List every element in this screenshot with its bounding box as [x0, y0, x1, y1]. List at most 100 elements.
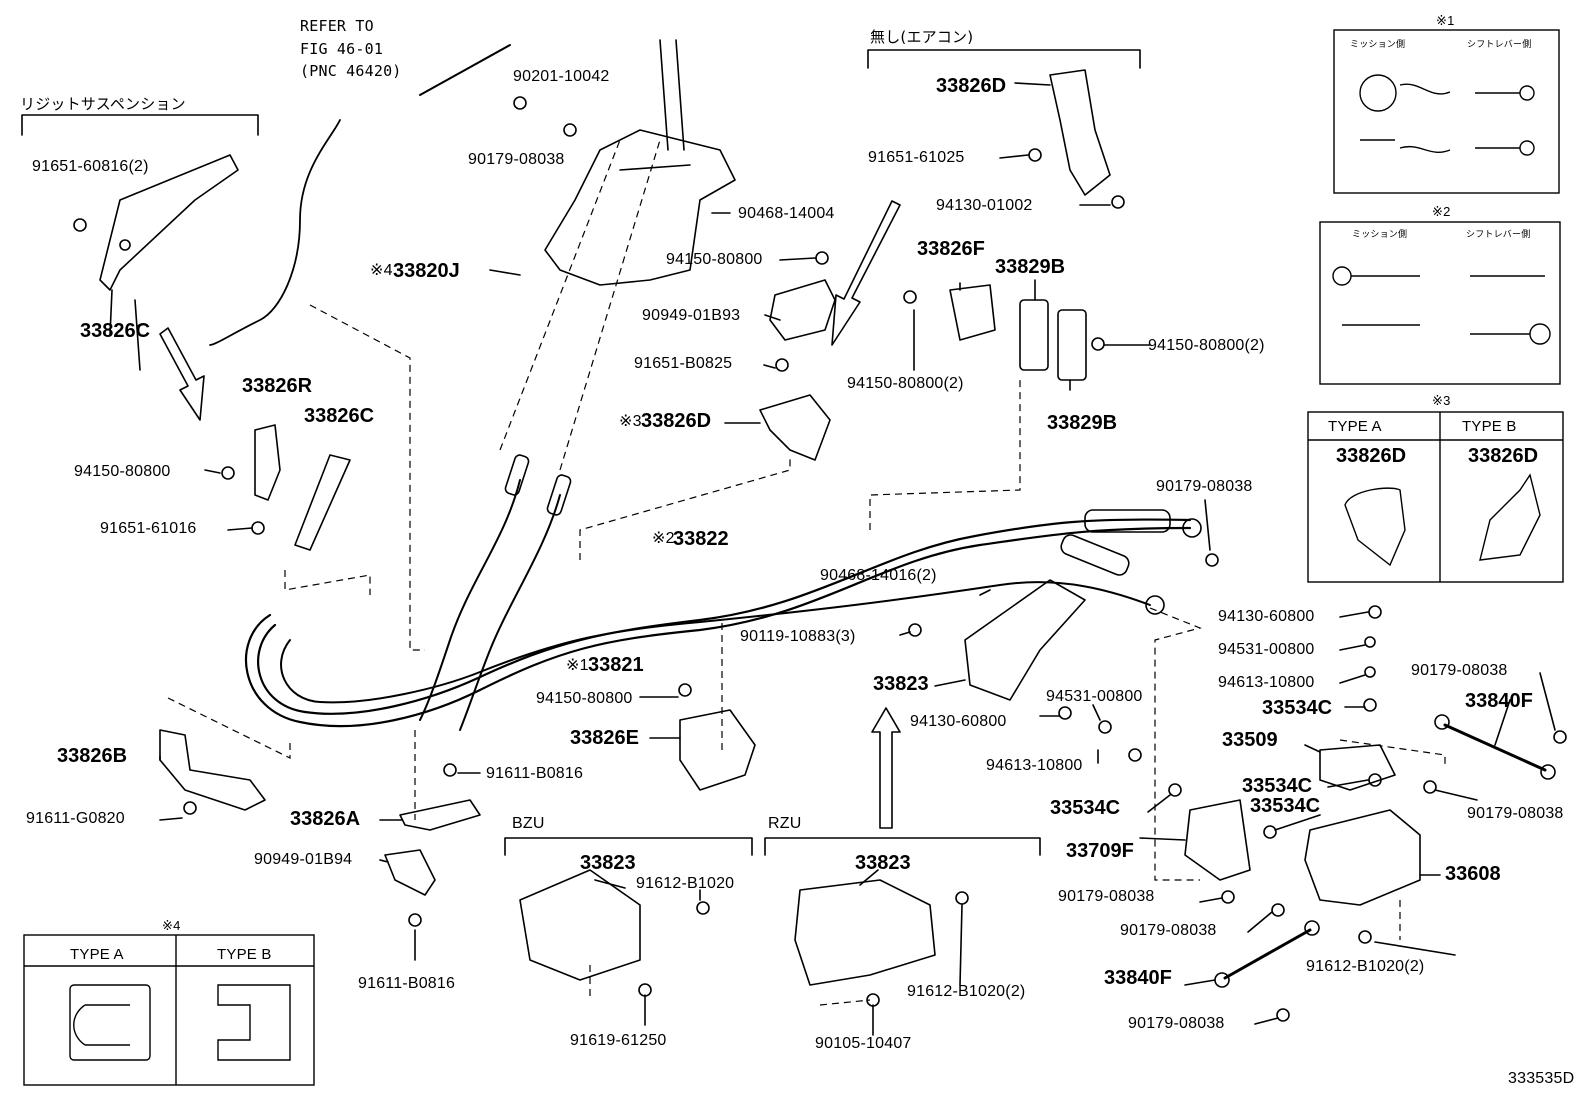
part-label[interactable]: 90468-14004 [738, 205, 835, 222]
inset-note2-col-left: ミッション側 [1352, 230, 1408, 240]
part-label[interactable]: 90105-10407 [815, 1035, 912, 1052]
part-label[interactable]: 90179-08038 [1467, 805, 1564, 822]
part-label[interactable]: 91611-B0816 [486, 765, 584, 782]
part-label[interactable]: 90179-08038 [1411, 662, 1508, 679]
part-label[interactable]: 33826A [290, 808, 361, 830]
part-label[interactable]: 33826D [936, 75, 1007, 97]
rzu-bracket [764, 837, 1041, 856]
part-label[interactable]: 33823 [580, 852, 636, 874]
refer-line-2: FIG 46-01 [300, 40, 384, 58]
rigid-suspension-header: リジットサスペンション [20, 95, 186, 113]
part-label[interactable]: 94613-10800 [1218, 674, 1315, 691]
rzu-header: RZU [768, 815, 802, 832]
part-label[interactable]: 94150-80800(2) [1148, 337, 1265, 354]
part-label[interactable]: 94130-60800 [910, 713, 1007, 730]
bzu-header: BZU [512, 815, 545, 832]
inset-note3-part-b[interactable]: 33826D [1468, 445, 1539, 467]
part-label[interactable]: 33608 [1445, 863, 1501, 885]
part-label[interactable]: 90179-08038 [1128, 1015, 1225, 1032]
part-label[interactable]: 33829B [1047, 412, 1118, 434]
part-label[interactable]: 33509 [1222, 729, 1278, 751]
figure-code: 333535D [1508, 1070, 1575, 1087]
part-label[interactable]: 90179-08038 [1156, 478, 1253, 495]
refer-line-1: REFER TO [300, 17, 374, 35]
part-label[interactable]: 33826B [57, 745, 128, 767]
rigid-suspension-bracket [21, 114, 259, 136]
cable-33822 [245, 526, 1192, 728]
part-label[interactable]: 90179-08038 [1058, 888, 1155, 905]
part-label[interactable]: 33826C [80, 320, 151, 342]
arrow-down-left [159, 327, 205, 421]
insets [23, 29, 1564, 1086]
part-label[interactable]: 33829B [995, 256, 1066, 278]
arrow-down-center [831, 200, 901, 346]
part-label[interactable]: 33826F [917, 238, 985, 260]
arrow-up [871, 707, 901, 829]
part-label[interactable]: 33821 [588, 654, 644, 676]
part-label[interactable]: 33820J [393, 260, 460, 282]
inset-note4-type-b: TYPE B [217, 946, 272, 963]
part-label[interactable]: 91651-B0825 [634, 355, 733, 372]
part-label[interactable]: 94130-60800 [1218, 608, 1315, 625]
inset-note1-col-left: ミッション側 [1350, 40, 1406, 50]
part-label[interactable]: 33534C [1242, 775, 1313, 797]
part-label[interactable]: 91612-B1020 [636, 875, 735, 892]
part-label[interactable]: 94613-10800 [986, 757, 1083, 774]
part-label[interactable]: 33840F [1104, 967, 1172, 989]
part-label[interactable]: 33826R [242, 375, 313, 397]
inset-note4-type-a: TYPE A [70, 946, 124, 963]
part-label[interactable]: 33534C [1250, 795, 1321, 817]
part-label[interactable]: 33823 [855, 852, 911, 874]
part-label[interactable]: 33822 [673, 528, 729, 550]
inset-note2-col-right: シフトレバー側 [1466, 230, 1531, 240]
part-label[interactable]: 90949-01B93 [642, 307, 741, 324]
inset-note1 [1333, 29, 1560, 194]
part-label[interactable]: 91611-B0816 [358, 975, 456, 992]
part-label[interactable]: 33709F [1066, 840, 1134, 862]
inset-note1-col-right: シフトレバー側 [1467, 40, 1532, 50]
part-label[interactable]: 90949-01B94 [254, 851, 353, 868]
no-aircon-bracket [867, 49, 1141, 69]
inset-note3-type-a: TYPE A [1328, 418, 1382, 435]
part-label[interactable]: 91611-G0820 [26, 810, 125, 827]
part-label[interactable]: 33826E [570, 727, 639, 749]
part-label[interactable]: 33826D [641, 410, 712, 432]
part-label[interactable]: 90468-14016(2) [820, 567, 937, 584]
part-label[interactable]: 90179-08038 [468, 151, 565, 168]
part-label[interactable]: 90179-08038 [1120, 922, 1217, 939]
part-label[interactable]: 91651-61016 [100, 520, 197, 537]
inset-note3-mark: ※3 [1432, 393, 1451, 408]
part-label[interactable]: 94150-80800 [666, 251, 763, 268]
inset-note3-part-a[interactable]: 33826D [1336, 445, 1407, 467]
part-label[interactable]: 91612-B1020(2) [1306, 958, 1425, 975]
cable-end-top [419, 44, 511, 96]
part-label[interactable]: 90119-10883(3) [740, 628, 856, 645]
part-label[interactable]: 94150-80800 [536, 690, 633, 707]
part-label[interactable]: 33534C [1262, 697, 1333, 719]
part-label[interactable]: 33826C [304, 405, 375, 427]
part-label[interactable]: 91612-B1020(2) [907, 983, 1026, 1000]
no-aircon-header: 無し(エアコン) [870, 28, 974, 46]
part-label[interactable]: 94130-01002 [936, 197, 1033, 214]
refer-line-3: (PNC 46420) [300, 62, 402, 80]
part-label[interactable]: 94531-00800 [1046, 688, 1143, 705]
part-label[interactable]: 91619-61250 [570, 1032, 667, 1049]
part-label[interactable]: 91651-61025 [868, 149, 965, 166]
bzu-bracket [504, 837, 753, 856]
part-label[interactable]: 94531-00800 [1218, 641, 1315, 658]
part-label[interactable]: 91651-60816(2) [32, 158, 149, 175]
part-label[interactable]: 90201-10042 [513, 68, 610, 85]
part-label[interactable]: 33823 [873, 673, 929, 695]
part-label[interactable]: 33840F [1465, 690, 1533, 712]
inset-note3-type-b: TYPE B [1462, 418, 1517, 435]
part-label[interactable]: 94150-80800(2) [847, 375, 964, 392]
callout-mark: ※4 [370, 262, 393, 279]
inset-note1-mark: ※1 [1436, 13, 1455, 28]
part-label[interactable]: 33534C [1050, 797, 1121, 819]
inset-note2-mark: ※2 [1432, 204, 1451, 219]
cable-fitting-right [1084, 509, 1171, 533]
inset-note3 [1307, 411, 1564, 583]
inset-note2 [1319, 221, 1561, 385]
part-label[interactable]: 94150-80800 [74, 463, 171, 480]
